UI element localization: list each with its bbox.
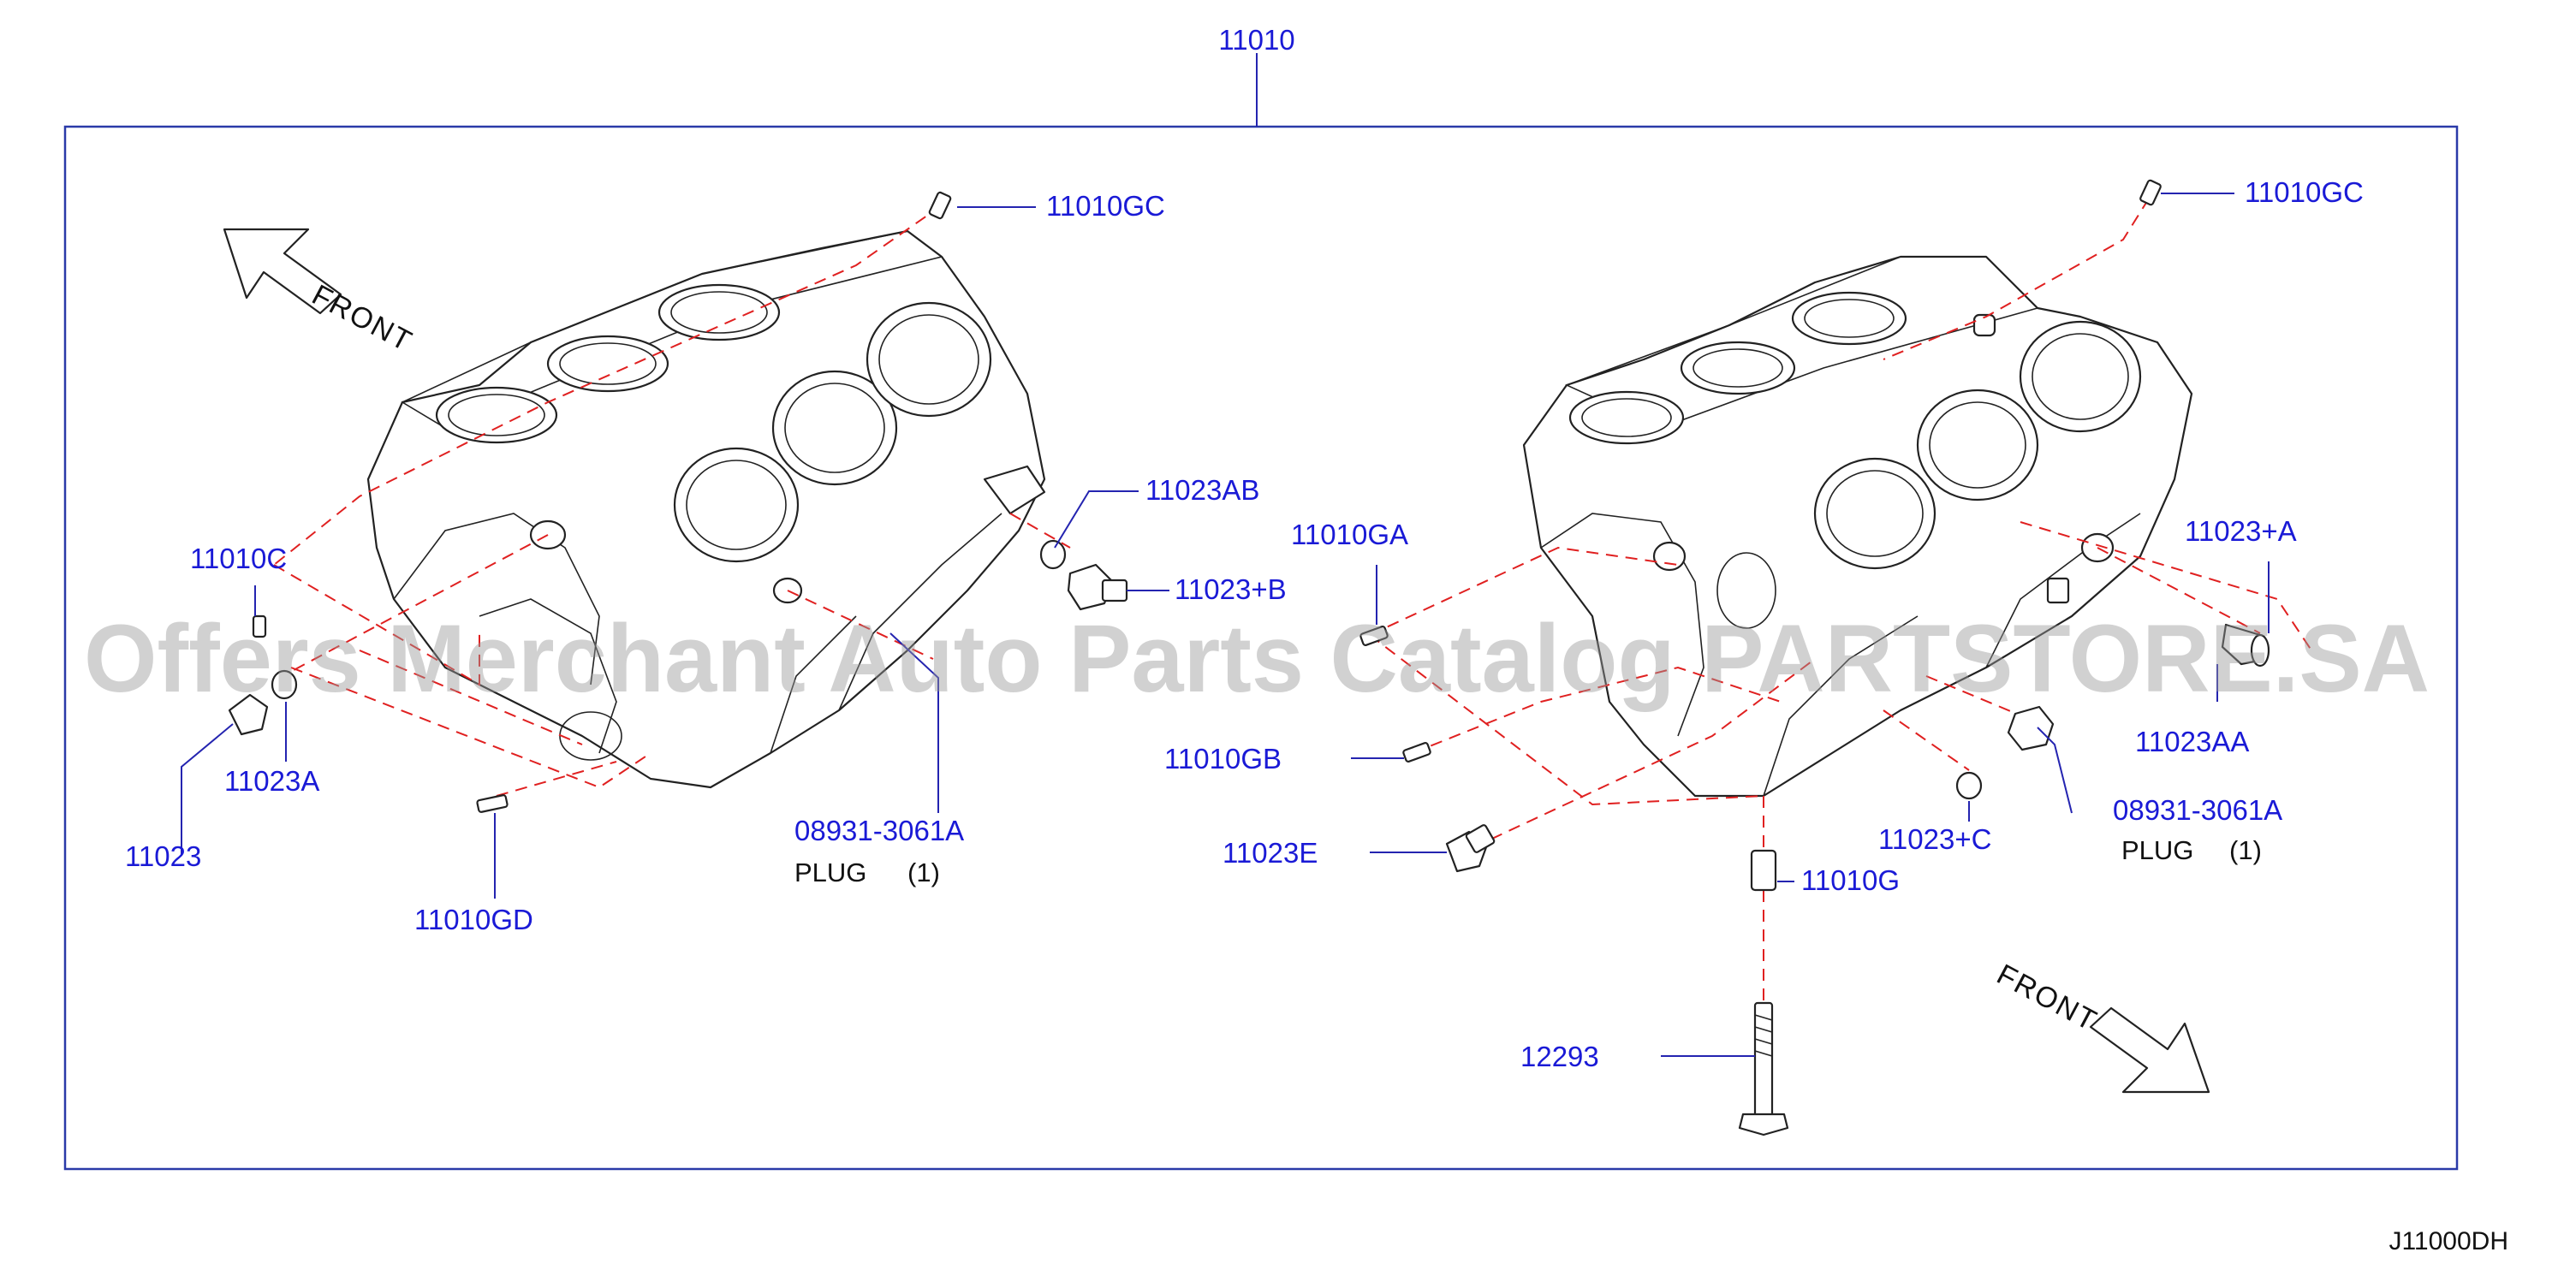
front-label-right: FRONT xyxy=(1991,958,2103,1038)
dowel-pin-icon xyxy=(1402,742,1431,763)
assembly-frame xyxy=(63,125,2459,1171)
callout-left-11023A[interactable]: 11023A xyxy=(224,765,319,797)
dowel-pin-icon xyxy=(2139,179,2162,206)
engine-block-icon xyxy=(1522,255,2193,798)
callout-right-11010GC[interactable]: 11010GC xyxy=(2245,176,2364,208)
callout-right-11010GB[interactable]: 11010GB xyxy=(1164,743,1282,774)
watermark: Offers Merchant Auto Parts Catalog PARTS… xyxy=(84,605,2430,712)
dowel-pin-icon xyxy=(476,794,509,813)
bolt-icon xyxy=(1738,1001,1789,1136)
bolt-icon xyxy=(1067,563,1128,611)
callout-left-11010C[interactable]: 11010C xyxy=(190,543,287,574)
callout-right-11023+C[interactable]: 11023+C xyxy=(1878,823,1991,855)
dowel-pin-icon xyxy=(1359,626,1389,646)
callout-right-11023+A[interactable]: 11023+A xyxy=(2185,515,2297,547)
bolt-icon xyxy=(1445,824,1496,873)
dowel-pin-icon xyxy=(1750,849,1777,892)
callout-right-11010GA[interactable]: 11010GA xyxy=(1291,519,1408,550)
plug-icon xyxy=(2250,633,2270,668)
plug-qty-left: (1) xyxy=(907,858,940,887)
bolt-icon xyxy=(2007,705,2055,751)
callout-11010[interactable]: 11010 xyxy=(1218,24,1294,56)
callout-left-08931-3061A[interactable]: 08931-3061A xyxy=(794,815,964,846)
callout-right-11023E[interactable]: 11023E xyxy=(1223,837,1318,869)
diagram-code: J11000DH xyxy=(2389,1227,2508,1255)
front-label-left: FRONT xyxy=(306,279,418,359)
dowel-pin-icon xyxy=(928,191,952,220)
callout-left-11023AB[interactable]: 11023AB xyxy=(1145,474,1259,506)
callout-left-11010GD[interactable]: 11010GD xyxy=(414,904,533,935)
plug-icon xyxy=(1039,539,1067,570)
callout-right-08931-3061A[interactable]: 08931-3061A xyxy=(2113,794,2282,826)
callout-right-11010G[interactable]: 11010G xyxy=(1801,864,1900,896)
callout-right-12293[interactable]: 12293 xyxy=(1520,1041,1599,1072)
plug-label-right: PLUG xyxy=(2121,835,2193,865)
plug-qty-right: (1) xyxy=(2229,835,2262,865)
plug-icon xyxy=(271,669,298,700)
plug-icon xyxy=(1955,771,1983,800)
callout-left-11010GC[interactable]: 11010GC xyxy=(1046,190,1165,222)
dowel-pin-icon xyxy=(252,614,267,638)
callout-left-11023+B[interactable]: 11023+B xyxy=(1175,573,1287,605)
callout-left-11023[interactable]: 11023 xyxy=(125,840,201,872)
plug-label-left: PLUG xyxy=(794,858,866,887)
front-arrow-icon xyxy=(223,228,342,315)
front-arrow-icon xyxy=(2089,1006,2210,1094)
plug-icon xyxy=(228,693,269,736)
engine-block-icon xyxy=(366,229,1046,789)
callout-right-11023AA[interactable]: 11023AA xyxy=(2135,726,2249,757)
